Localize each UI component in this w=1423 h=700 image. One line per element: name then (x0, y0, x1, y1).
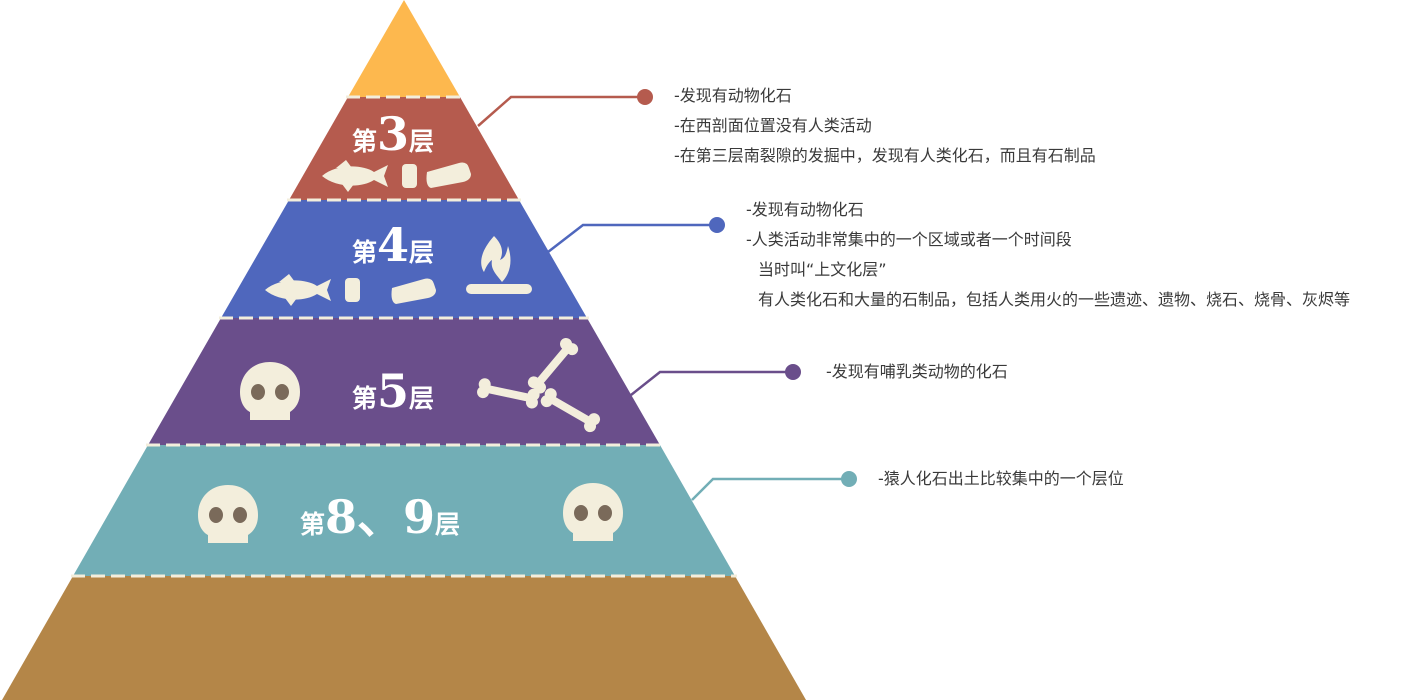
layer3-notes: -发现有动物化石 -在西剖面位置没有人类活动 -在第三层南裂隙的发掘中，发现有人… (674, 81, 1096, 171)
stone-tool-icon (345, 278, 360, 302)
layer5-notes: -发现有哺乳类动物的化石 (826, 357, 1008, 387)
skull-details (209, 384, 612, 523)
connector-layer4 (547, 223, 717, 253)
layer89-label: 第8、9层 (300, 490, 460, 544)
note-line: -发现有动物化石 (746, 200, 864, 219)
layer5-label: 第5层 (352, 364, 434, 418)
layer4-notes: -发现有动物化石 -人类活动非常集中的一个区域或者一个时间段 当时叫“上文化层”… (746, 195, 1350, 315)
skull-icon (198, 485, 258, 543)
pyramid-top-band (348, 0, 460, 97)
note-line: -发现有动物化石 (674, 86, 792, 105)
note-line: -在西剖面位置没有人类活动 (674, 116, 872, 135)
connector-layer89 (691, 477, 849, 501)
note-line: -猿人化石出土比较集中的一个层位 (878, 469, 1124, 488)
connector-dot-layer89 (841, 471, 857, 487)
band-separators (71, 95, 737, 578)
layer3-label: 第3层 (352, 107, 434, 161)
note-line: -发现有哺乳类动物的化石 (826, 362, 1008, 381)
connector-dot-layer5 (785, 364, 801, 380)
connectors (477, 89, 857, 501)
connector-dot-layer4 (709, 217, 725, 233)
stone-tool-icon (402, 164, 417, 188)
note-line: 有人类化石和大量的石制品，包括人类用火的一些遗迹、遗物、烧石、烧骨、灰烬等 (758, 290, 1351, 309)
connector-layer5 (630, 370, 793, 396)
pyramid-bottom-band (2, 576, 806, 700)
layer89-notes: -猿人化石出土比较集中的一个层位 (878, 464, 1124, 494)
skull-icon (563, 483, 623, 541)
pyramid-band-layer89 (73, 445, 735, 576)
skull-icon (240, 362, 300, 420)
note-line: -人类活动非常集中的一个区域或者一个时间段 (746, 230, 1072, 249)
connector-layer3 (477, 95, 645, 127)
note-line: -在第三层南裂隙的发掘中，发现有人类化石，而且有石制品 (674, 146, 1096, 165)
note-line: 当时叫“上文化层” (758, 260, 887, 279)
layer4-label: 第4层 (352, 218, 434, 272)
connector-dot-layer3 (637, 89, 653, 105)
